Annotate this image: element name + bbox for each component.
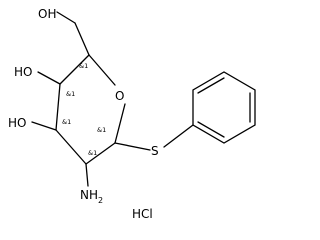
- bond-s-phenyl: [163, 124, 194, 148]
- bond-c4-o4: [37, 71, 61, 85]
- bond-c1-s: [114, 142, 151, 151]
- bond-c4-c5: [59, 54, 90, 85]
- stereo-label-c5: &1: [79, 62, 88, 70]
- stereo-label-c1: &1: [97, 126, 106, 134]
- bond-c3-c4: [55, 83, 61, 131]
- atom-hydroxyl-c3: HO: [8, 116, 26, 130]
- phenyl-double-3: [197, 121, 225, 138]
- bonds: [31, 11, 256, 187]
- atom-hydroxyl-top: OH: [38, 7, 56, 21]
- atom-ring-oxygen: O: [115, 89, 124, 103]
- stereo-label-c4: &1: [66, 90, 75, 98]
- bond-o5-c1: [114, 103, 126, 144]
- bond-c2-c3: [55, 129, 87, 165]
- atom-amine: NH2: [80, 188, 103, 205]
- phenyl-ring: [192, 71, 256, 144]
- bond-c5-o5: [88, 54, 116, 86]
- bond-c1-c2: [85, 142, 116, 165]
- atom-hydroxyl-c4: HO: [14, 65, 32, 79]
- bond-c3-o3: [31, 121, 57, 131]
- atom-sulfur: S: [151, 144, 159, 158]
- stereo-label-c2: &1: [88, 149, 97, 157]
- stereo-label-c3: &1: [62, 118, 71, 126]
- phenyl-double-1: [197, 77, 225, 94]
- bond-c6-c5: [74, 22, 90, 56]
- molecule-structure: OH O HO HO S NH2 &1 &1 &1 &1 &1 HCl: [8, 7, 256, 221]
- bond-o6-c6: [56, 11, 76, 24]
- bond-c2-n: [85, 163, 89, 187]
- salt-label: HCl: [132, 207, 153, 221]
